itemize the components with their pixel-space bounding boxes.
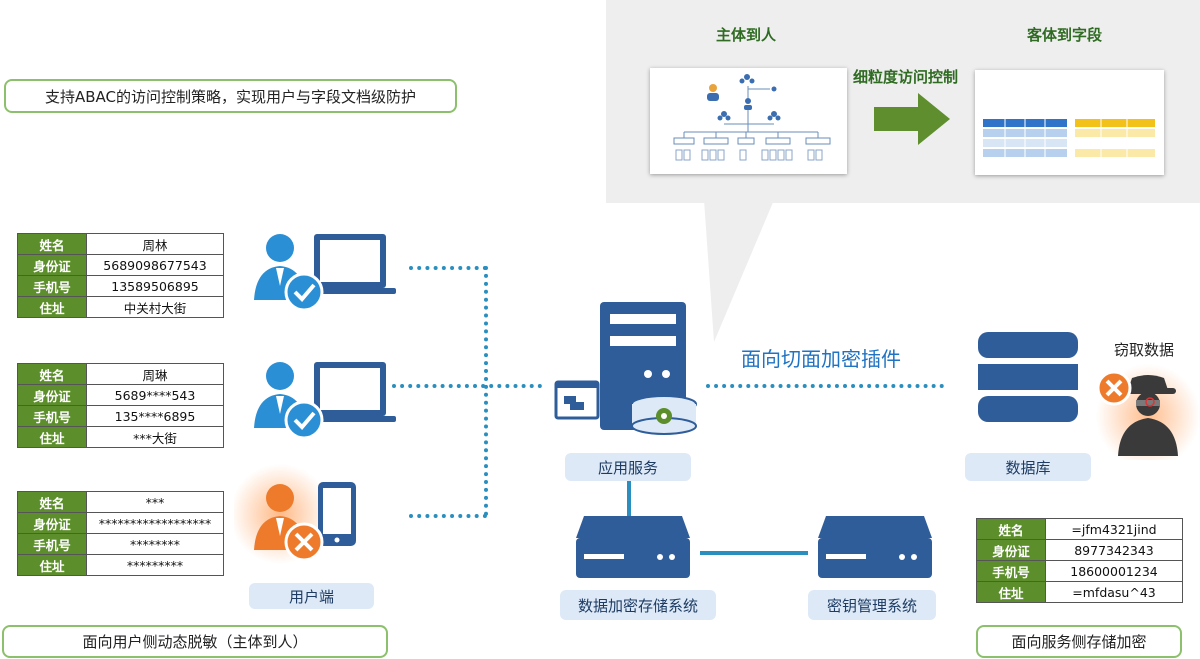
field-value: ******** <box>86 533 224 555</box>
field-key: 身份证 <box>17 254 87 276</box>
key-mgmt-label: 密钥管理系统 <box>808 590 936 620</box>
database-text: 数据库 <box>1005 458 1051 477</box>
database-label: 数据库 <box>965 453 1091 481</box>
table-row: 住址********* <box>17 554 224 576</box>
field-key: 姓名 <box>976 518 1046 540</box>
field-key: 姓名 <box>17 233 87 255</box>
field-value: *** <box>86 491 224 513</box>
field-key: 住址 <box>976 581 1046 603</box>
connector-dots <box>409 514 487 518</box>
table-row: 姓名*** <box>17 491 224 513</box>
field-key: 住址 <box>17 426 87 448</box>
encrypt-storage-text: 数据加密存储系统 <box>577 596 698 615</box>
service-side-encryption-text: 面向服务侧存储加密 <box>1011 633 1147 651</box>
field-key: 手机号 <box>976 560 1046 582</box>
field-key: 住址 <box>17 296 87 318</box>
field-value: ********* <box>86 554 224 576</box>
key-management-device-icon <box>818 516 932 578</box>
user-side-masking-pill: 面向用户侧动态脱敏（主体到人） <box>2 625 388 658</box>
user-end-text: 用户端 <box>288 587 334 606</box>
field-value: 135****6895 <box>86 405 224 427</box>
encrypt-storage-label: 数据加密存储系统 <box>560 590 716 620</box>
abac-policy-pill: 支持ABAC的访问控制策略，实现用户与字段文档级防护 <box>4 79 457 113</box>
field-value: 5689****543 <box>86 384 224 406</box>
storage-key-connector <box>700 551 808 555</box>
green-arrow-icon <box>874 93 950 145</box>
connector-dots <box>484 266 488 516</box>
database-icon <box>978 332 1078 422</box>
field-key: 手机号 <box>17 275 87 297</box>
field-value: 中关村大街 <box>86 296 224 318</box>
hacker-icon <box>1096 364 1200 460</box>
table-row: 身份证****************** <box>17 512 224 534</box>
callout-pointer <box>704 200 774 342</box>
record-table-3: 姓名*** 身份证****************** 手机号******** … <box>17 491 224 576</box>
connector-dots <box>409 266 487 270</box>
table-row: 姓名周林 <box>17 233 224 255</box>
field-value: 13589506895 <box>86 275 224 297</box>
table-row: 住址***大街 <box>17 426 224 448</box>
field-value: 周林 <box>86 233 224 255</box>
user-laptop-approved-icon <box>254 362 396 440</box>
field-key: 身份证 <box>17 512 87 534</box>
key-mgmt-text: 密钥管理系统 <box>826 596 917 615</box>
abac-policy-text: 支持ABAC的访问控制策略，实现用户与字段文档级防护 <box>44 87 417 106</box>
user-end-label: 用户端 <box>249 583 374 609</box>
app-server-icon <box>554 302 697 435</box>
aop-plugin-label: 面向切面加密插件 <box>741 347 901 371</box>
field-key: 住址 <box>17 554 87 576</box>
fine-grained-label: 细粒度访问控制 <box>853 68 959 86</box>
field-value: 8977342343 <box>1045 539 1183 561</box>
table-row: 姓名=jfm4321jind <box>976 518 1183 540</box>
field-grid-icon <box>983 119 1155 157</box>
steal-data-label: 窃取数据 <box>1114 341 1175 359</box>
field-value: ***大街 <box>86 426 224 448</box>
connector-dots <box>706 384 944 388</box>
connector-dots <box>392 384 542 388</box>
object-title: 客体到字段 <box>1027 26 1103 44</box>
table-row: 手机号******** <box>17 533 224 555</box>
field-value: =mfdasu^43 <box>1045 581 1183 603</box>
field-key: 姓名 <box>17 491 87 513</box>
user-laptop-approved-icon <box>254 234 396 312</box>
field-value: 5689098677543 <box>86 254 224 276</box>
service-side-encryption-pill: 面向服务侧存储加密 <box>976 625 1182 658</box>
field-value: ****************** <box>86 512 224 534</box>
field-value: =jfm4321jind <box>1045 518 1183 540</box>
field-value: 周琳 <box>86 363 224 385</box>
storage-device-icon <box>576 516 690 578</box>
field-key: 姓名 <box>17 363 87 385</box>
field-value: 18600001234 <box>1045 560 1183 582</box>
org-tree-panel <box>650 68 847 174</box>
org-chart-icon <box>673 74 831 161</box>
subject-title: 主体到人 <box>716 26 777 44</box>
app-service-label: 应用服务 <box>565 453 691 481</box>
field-key: 身份证 <box>976 539 1046 561</box>
field-key: 手机号 <box>17 405 87 427</box>
app-storage-connector <box>627 481 631 519</box>
table-row: 住址中关村大街 <box>17 296 224 318</box>
table-row: 姓名周琳 <box>17 363 224 385</box>
user-side-masking-text: 面向用户侧动态脱敏（主体到人） <box>82 633 308 651</box>
table-row: 住址=mfdasu^43 <box>976 581 1183 603</box>
field-table-panel <box>975 70 1164 175</box>
user-phone-denied-icon <box>234 464 356 564</box>
app-service-text: 应用服务 <box>597 458 658 477</box>
field-key: 身份证 <box>17 384 87 406</box>
field-key: 手机号 <box>17 533 87 555</box>
